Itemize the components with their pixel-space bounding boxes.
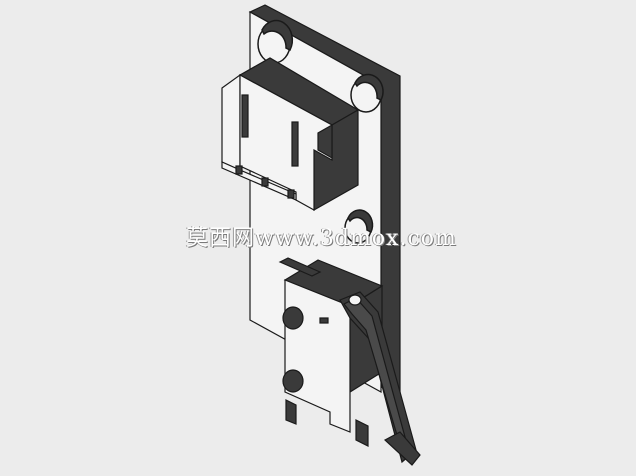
switch-hole-bottom	[282, 369, 304, 393]
watermark-text: 莫西网www.3dmox.com	[186, 226, 457, 251]
connector-housing	[221, 57, 360, 212]
switch-lever	[339, 291, 421, 466]
mounting-holes	[257, 19, 384, 244]
switch-hole-top	[282, 306, 304, 330]
switch-terminals	[285, 399, 369, 447]
